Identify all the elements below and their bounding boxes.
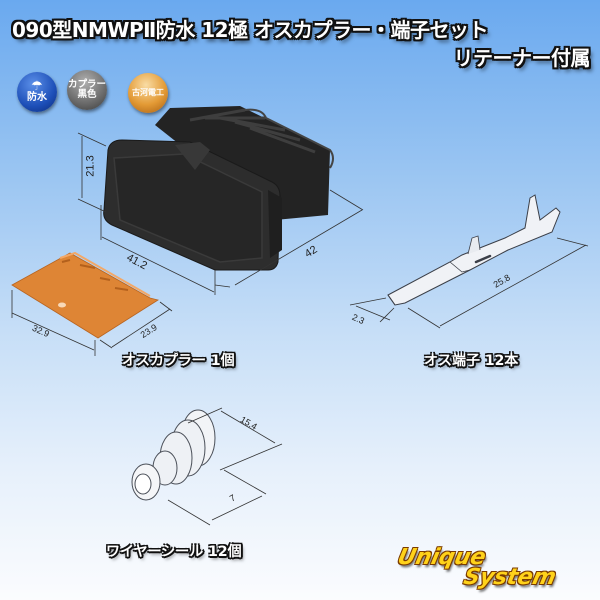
coupler-dimension-lines bbox=[77, 132, 364, 295]
waterproof-badge: ☂ 防水 bbox=[17, 72, 57, 112]
wire-seal-image bbox=[131, 409, 216, 501]
coupler-color-badge: カプラー 黒色 bbox=[67, 70, 107, 110]
umbrella-icon: ☂ bbox=[31, 78, 43, 94]
terminal-dimension-lines bbox=[349, 237, 589, 329]
retainer-dimension-lines bbox=[11, 290, 173, 356]
manufacturer-badge-label: 古河電工 bbox=[132, 87, 164, 97]
waterproof-badge-label: 防水 bbox=[27, 91, 47, 103]
brand-logo-line2: System bbox=[461, 565, 559, 590]
manufacturer-badge: 古河電工 bbox=[128, 73, 168, 113]
retainer-image bbox=[11, 251, 160, 339]
product-title-line2: リテーナー付属 bbox=[453, 46, 591, 70]
seal-dimension-lines bbox=[167, 407, 283, 526]
terminal-label: オス端子 12本 bbox=[424, 353, 519, 369]
coupler-label: オスカプラー 1個 bbox=[122, 353, 235, 369]
male-coupler-image bbox=[103, 106, 334, 271]
coupler-height-dimension: 21.3 bbox=[84, 155, 97, 177]
coupler-color-badge-line2: 黒色 bbox=[77, 89, 97, 100]
male-terminal-image bbox=[387, 194, 561, 306]
coupler-color-badge-line1: カプラー bbox=[67, 79, 106, 91]
wire-seal-label: ワイヤーシール 12個 bbox=[106, 544, 242, 560]
product-title-line1: 090型NMWPⅡ防水 12極 オスカプラー・端子セット bbox=[12, 18, 489, 42]
